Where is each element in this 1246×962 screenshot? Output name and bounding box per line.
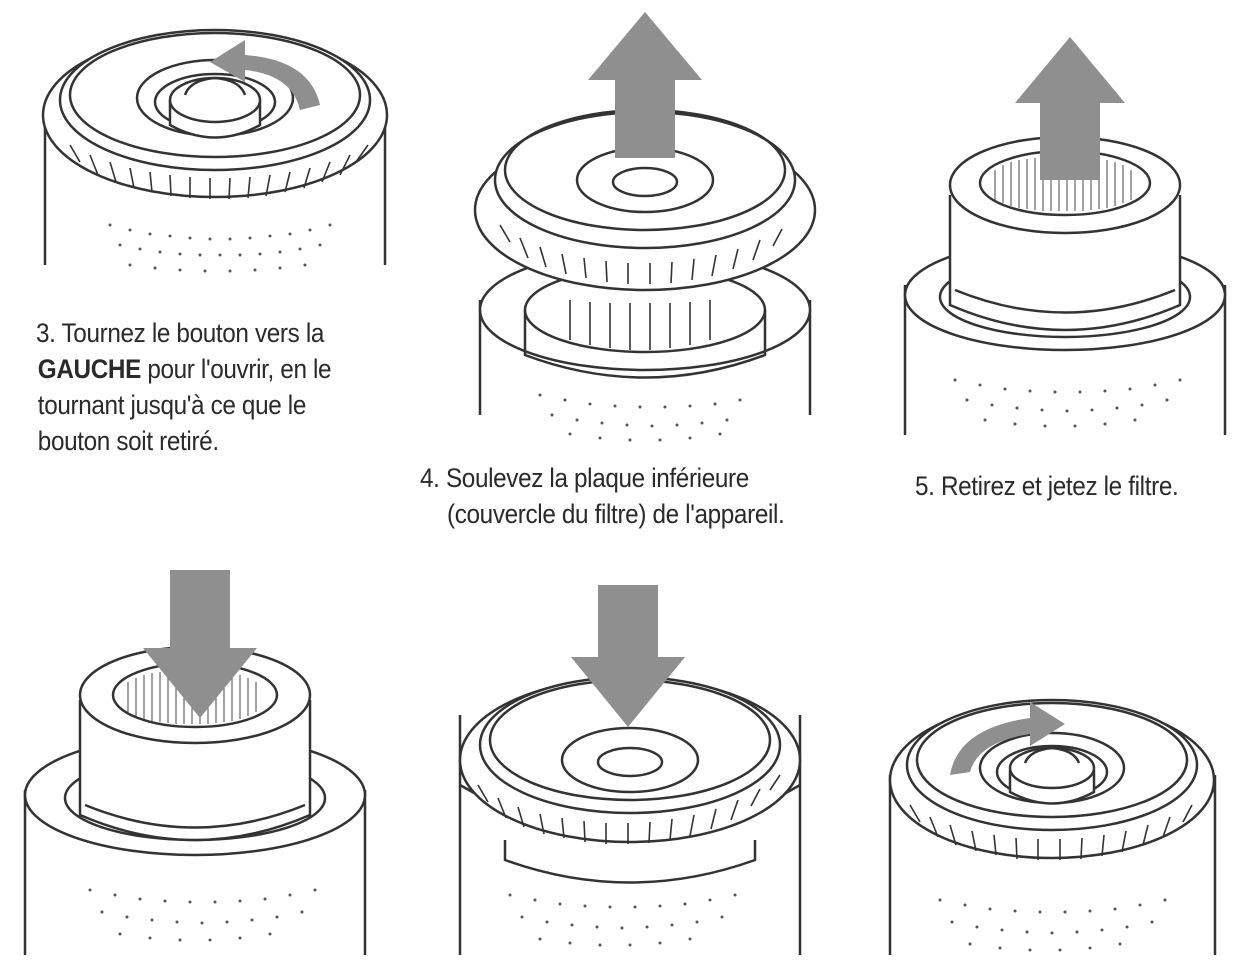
perforation-dots [538, 393, 742, 442]
step3-line1: Tournez le bouton vers la [61, 318, 325, 348]
perforation-dots [938, 898, 1167, 952]
down-arrow-icon [571, 585, 685, 727]
up-arrow-icon [588, 12, 702, 158]
step7-replace-plate-diagram [458, 585, 802, 955]
fin-ring [69, 144, 369, 200]
up-arrow-icon [1015, 37, 1125, 180]
step3-line3: tournant jusqu'à ce que le [37, 390, 307, 420]
curved-left-arrow-icon [210, 40, 320, 110]
perforation-dots [953, 378, 1182, 428]
fin-ring [909, 804, 1193, 860]
step3-illustration [30, 20, 400, 280]
perforation-dots [508, 893, 737, 947]
fin-ring [499, 224, 783, 350]
step5-remove-diagram [903, 37, 1227, 435]
step3-rotate-left-diagram [41, 28, 389, 273]
step4-line2: (couvercle du filtre) de l'appareil. [447, 499, 785, 529]
step4-caption: 4. Soulevez la plaque inférieure (couver… [420, 460, 785, 532]
step4-number: 4. [420, 463, 440, 493]
step5-caption: 5. Retirez et jetez le filtre. [915, 468, 1179, 504]
step3-number: 3. [36, 318, 56, 348]
step3-caption: 3. Tournez le bouton vers la GAUCHE pour… [36, 315, 332, 459]
step3-line4: bouton soit retiré. [37, 426, 219, 456]
step4-illustration [470, 10, 820, 450]
filter-pleats [994, 157, 1132, 211]
step4-lift-diagram [473, 12, 817, 442]
step7-illustration [450, 585, 810, 960]
step6-insert-diagram [23, 570, 367, 955]
fin-ring [477, 774, 781, 844]
curved-right-arrow-icon [950, 702, 1065, 775]
step3-line2-rest: pour l'ouvrir, en le [140, 354, 332, 384]
step6-illustration [10, 570, 380, 960]
step5-number: 5. [915, 471, 935, 501]
step5-line1: Retirez et jetez le filtre. [940, 471, 1179, 501]
step8-rotate-right-diagram [888, 698, 1217, 955]
step5-illustration [895, 35, 1235, 445]
step4-line1: Soulevez la plaque inférieure [445, 463, 749, 493]
perforation-dots [108, 223, 332, 273]
down-arrow-icon [143, 570, 257, 718]
perforation-dots [88, 888, 317, 942]
step3-bold-word: GAUCHE [37, 354, 142, 384]
step8-illustration [880, 680, 1225, 960]
